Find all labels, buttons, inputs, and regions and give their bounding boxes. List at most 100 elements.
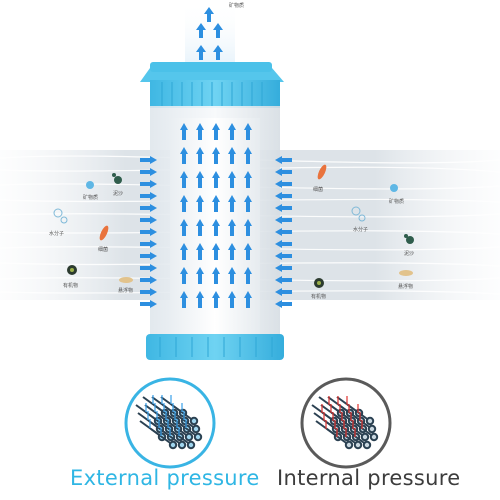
right-label-suspended: 悬浮物 [398, 284, 414, 290]
filter-cartridge-icon [140, 62, 284, 360]
flow-arrow-up [228, 243, 236, 260]
flow-arrow-in [140, 240, 157, 248]
flow-arrow-up [196, 267, 204, 284]
flow-arrow-in [140, 252, 157, 260]
flow-arrow-up [212, 267, 220, 284]
flow-arrow-up [212, 123, 220, 140]
flow-arrow-in [275, 168, 292, 176]
flow-arrow-up [228, 195, 236, 212]
flow-arrow-up [244, 243, 252, 260]
fiber-end [189, 416, 199, 426]
fiber-line [173, 412, 197, 430]
flow-arrow-up [180, 171, 188, 188]
flow-arrow-up [196, 171, 204, 188]
flow-arrow-in [275, 216, 292, 224]
flow-arrow-up [228, 291, 236, 308]
flow-arrow-in [140, 192, 157, 200]
mineral-icon [86, 181, 398, 192]
flow-arrow-in [140, 264, 157, 272]
flow-arrow-in [275, 156, 292, 164]
fiber-line [349, 412, 373, 430]
flow-arrow-up [212, 243, 220, 260]
left-label-mineral: 矿物质 [83, 195, 99, 201]
flow-arrow-in [140, 180, 157, 188]
flow-arrow-up [196, 195, 204, 212]
external-pressure-caption: External pressure [70, 466, 260, 490]
bacteria-icon [99, 164, 327, 241]
left-label-sand: 泥沙 [113, 191, 124, 197]
flow-arrow-up [180, 267, 188, 284]
fiber-end [344, 440, 354, 450]
flow-arrow-up [244, 147, 252, 164]
fiber-end [360, 432, 370, 442]
external-pressure-icon [124, 377, 216, 469]
fiber-end [191, 424, 201, 434]
flow-arrow-in [275, 204, 292, 212]
flow-arrow-up [244, 195, 252, 212]
fiber-line [351, 420, 375, 438]
flow-arrow-in [275, 300, 292, 308]
left-label-organic: 有机物 [63, 283, 79, 289]
flow-arrow-in [140, 300, 157, 308]
flow-arrow-up [244, 123, 252, 140]
flow-arrow-up [180, 147, 188, 164]
flow-arrow-up [212, 195, 220, 212]
flow-arrow-in [140, 228, 157, 236]
top-mineral-label: 矿物质 [229, 3, 245, 9]
flow-arrow-up [212, 291, 220, 308]
fiber-end [184, 432, 194, 442]
fiber-line [347, 404, 371, 422]
flow-arrow-up [244, 291, 252, 308]
fiber-end [177, 440, 187, 450]
fiber-line [335, 428, 359, 446]
flow-arrow-up [212, 219, 220, 236]
flow-arrow-up [228, 123, 236, 140]
flow-arrow-in [275, 276, 292, 284]
left-label-suspended: 悬浮物 [118, 288, 134, 294]
fiber-line [175, 420, 199, 438]
flow-arrow-in [140, 288, 157, 296]
flow-arrow-up [180, 219, 188, 236]
pressure-arrows [140, 123, 292, 308]
fiber-end [365, 416, 375, 426]
suspended-matter-icon [119, 270, 413, 283]
fiber-end [186, 440, 196, 450]
flow-arrow-in [140, 156, 157, 164]
left-label-bacteria: 细菌 [98, 247, 109, 253]
flow-arrow-up [228, 267, 236, 284]
fiber-end [367, 424, 377, 434]
flow-arrow-in [275, 192, 292, 200]
flow-arrow-in [140, 204, 157, 212]
flow-arrow-up [212, 171, 220, 188]
fiber-end [353, 440, 363, 450]
flow-arrow-up [228, 147, 236, 164]
fiber-line [150, 428, 174, 446]
flow-arrow-up [244, 219, 252, 236]
flow-arrow-in [140, 168, 157, 176]
flow-arrow-in [275, 180, 292, 188]
flow-arrow-in [275, 240, 292, 248]
internal-pressure-caption: Internal pressure [277, 466, 461, 490]
flow-arrow-in [275, 252, 292, 260]
sand-icon [112, 173, 414, 244]
fiber-line [344, 428, 368, 446]
flow-arrow-in [140, 216, 157, 224]
right-label-bacteria: 细菌 [313, 187, 324, 193]
water-molecule-icon [53, 206, 366, 224]
fiber-line [159, 428, 183, 446]
flow-arrow-up [244, 171, 252, 188]
fiber-end [168, 440, 178, 450]
flow-arrow-up [196, 123, 204, 140]
fiber-line [342, 420, 366, 438]
fiber-line [166, 420, 190, 438]
organic-matter-icon [67, 265, 324, 288]
flow-arrow-in [275, 228, 292, 236]
flow-arrow-in [275, 288, 292, 296]
flow-arrow-up [228, 171, 236, 188]
flow-arrow-up [196, 219, 204, 236]
flow-arrow-in [275, 264, 292, 272]
fiber-line [171, 404, 195, 422]
right-label-sand: 泥沙 [404, 251, 415, 257]
fiber-end [362, 440, 372, 450]
flow-arrow-up [180, 243, 188, 260]
